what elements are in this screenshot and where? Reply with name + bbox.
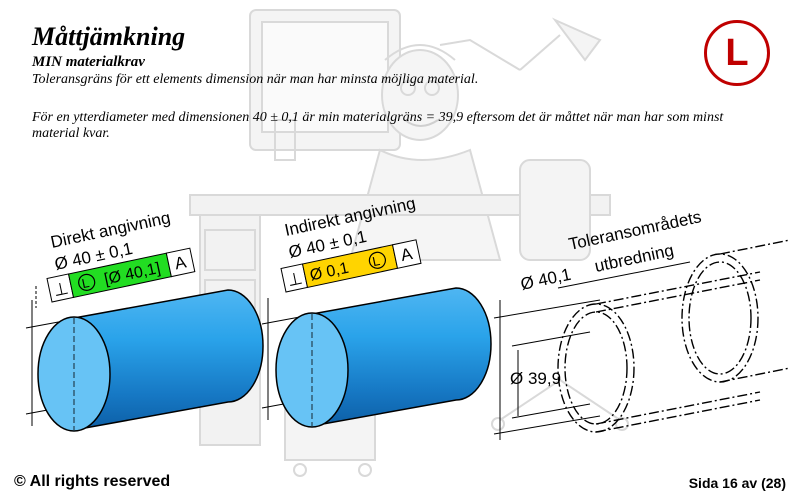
direct-perp-symbol: ⊥ (52, 279, 70, 301)
indirect-spec-group: Indirekt angivning Ø 40 ± 0,1 ⊥ Ø 0,1 L … (261, 194, 492, 428)
indirect-cylinder (275, 287, 492, 428)
copyright-text: © All rights reserved (14, 473, 171, 490)
indirect-perp-symbol: ⊥ (286, 269, 304, 291)
zone-cylinders (557, 239, 791, 433)
direct-spec-group: Direkt angivning Ø 40 ± 0,1 ⊥ L [Ø 40,1]… (25, 208, 264, 432)
direct-datum: A (173, 252, 189, 273)
indirect-datum: A (399, 244, 415, 265)
zone-heading-line1: Toleransområdets (567, 207, 703, 254)
indirect-control-frame: ⊥ Ø 0,1 L A (280, 239, 422, 293)
zone-outer-dimension: Ø 40,1 (519, 265, 573, 294)
page-subtitle: MIN materialkrav (32, 54, 145, 70)
direct-cylinder (37, 289, 264, 432)
example-text: För en ytterdiameter med dimensionen 40 … (32, 110, 724, 141)
l-badge: L (704, 20, 770, 86)
page-title: Måttjämkning (32, 22, 186, 51)
zone-inner-dimension: Ø 39,9 (510, 369, 561, 388)
definition-text: Toleransgräns för ett elements dimension… (32, 72, 479, 87)
direct-modifier: L (80, 275, 90, 291)
page-number: Sida 16 av (28) (688, 475, 786, 491)
indirect-modifier: L (371, 253, 381, 269)
tolerance-zone-group: Toleransområdets utbredning Ø 40,1 Ø 39,… (493, 207, 791, 440)
